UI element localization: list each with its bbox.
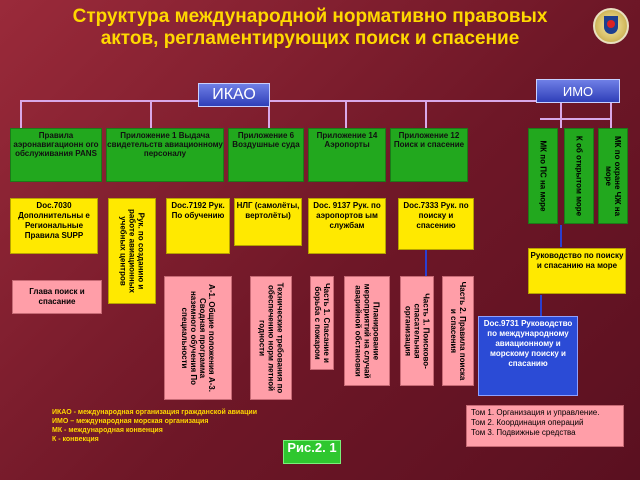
icao-label: ИКАО <box>212 86 256 103</box>
part1-sar-organization: Часть 1. Поисково-спасательная организац… <box>400 276 434 386</box>
volume-3: Том 3. Подвижные средства <box>471 428 576 437</box>
volume-1: Том 1. Организация и управление. <box>471 408 600 417</box>
glava-search-rescue: Глава поиск и спасание <box>12 280 102 314</box>
connector-line <box>540 295 542 317</box>
icao-box: ИКАО <box>198 83 270 107</box>
part1-rescue-fire: Часть 1. Спасание и борьба с пожаром <box>310 276 334 370</box>
a1-a3-program: А-1. Общие положения А-3. Сводная програ… <box>164 276 232 400</box>
emergency-planning: Планирование мероприятий на случай авари… <box>344 276 390 386</box>
emblem-icon <box>593 8 629 44</box>
annex-pans: Правила аэронавигационн ого обслуживания… <box>10 128 102 182</box>
figure-label: Рис.2. 1 <box>283 440 341 464</box>
doc-9137: Doc. 9137 Рук. по аэропортов ым службам <box>308 198 386 254</box>
connector-line <box>268 100 270 128</box>
connector-line <box>425 100 427 128</box>
connector-line <box>610 100 612 130</box>
doc-9731-volumes: Том 1. Организация и управление. Том 2. … <box>466 405 624 447</box>
annex-12: Приложение 12 Поиск и спасение <box>390 128 468 182</box>
doc-7333: Doc.7333 Рук. по поиску и спасению <box>398 198 474 250</box>
title-line-1: Структура международной нормативно право… <box>72 6 548 27</box>
volume-2: Том 2. Координация операций <box>471 418 584 427</box>
imo-convention-sar: МК по ПС на море <box>528 128 558 224</box>
connector-line <box>560 225 562 247</box>
connector-line <box>345 100 347 128</box>
annex-14: Приложение 14 Аэропорты <box>308 128 386 182</box>
connector-line <box>150 100 152 128</box>
imo-convention-high-seas: К об открытом море <box>564 128 594 224</box>
doc-7192: Doc.7192 Рук. По обучению <box>166 198 230 254</box>
annex-6: Приложение 6 Воздушные суда <box>228 128 304 182</box>
connector-line <box>540 118 610 120</box>
part2-sar-rules: Часть 2. Правила поиска и спасения <box>442 276 474 386</box>
abbreviations-legend: ИКАО - международная организация граждан… <box>52 409 258 443</box>
connector-line <box>20 100 620 102</box>
imo-convention-solas: МК по охране ЧЖ на море <box>598 128 628 224</box>
sea-sar-manual: Руководство по поиску и спасанию на море <box>528 248 626 294</box>
connector-line <box>20 100 22 128</box>
imo-label: ИМО <box>562 83 594 99</box>
nlg-box: НЛГ (самолёты, вертолёты) <box>234 198 302 246</box>
imo-box: ИМО <box>536 79 620 103</box>
nlg-requirements: Технические требования по обеспечению но… <box>250 276 292 400</box>
doc-9731: Doc.9731 Руководство по международному а… <box>478 316 578 396</box>
doc-7030: Doc.7030 Дополнительны е Региональные Пр… <box>10 198 98 254</box>
connector-line <box>560 100 562 128</box>
annex-1: Приложение 1 Выдача свидетельств авиацио… <box>106 128 224 182</box>
page-title: Структура международной нормативно право… <box>40 6 580 50</box>
title-line-2: актов, регламентирующих поиск и спасение <box>100 28 520 49</box>
training-centers-manual: Рук. по созданию и работе авиационных уч… <box>108 198 156 304</box>
